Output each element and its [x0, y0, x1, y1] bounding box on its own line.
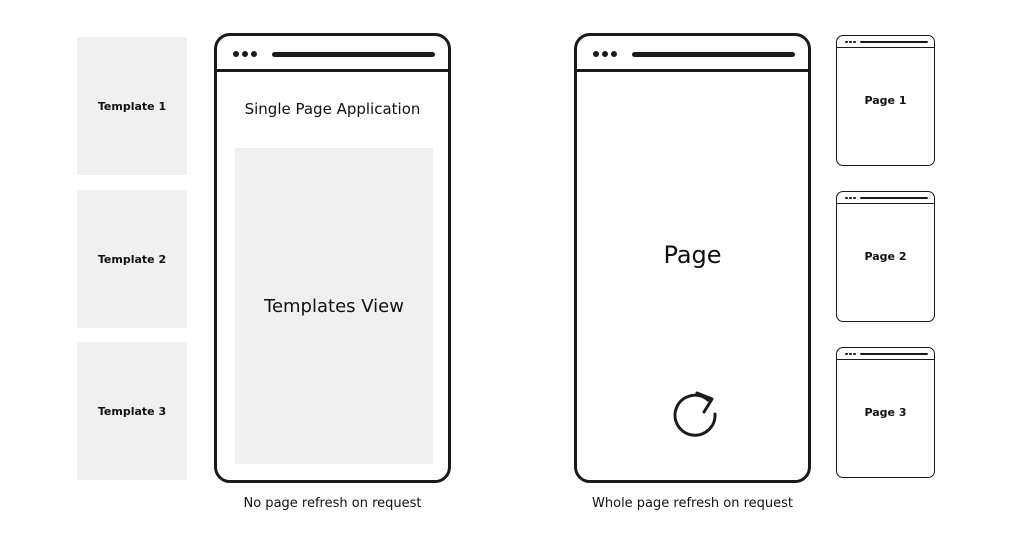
page-card-2: Page 2 — [836, 191, 935, 322]
template-card-1: Template 1 — [77, 37, 187, 175]
window-dot-icon — [849, 352, 852, 355]
window-dot-icon — [853, 352, 856, 355]
window-dot-icon — [853, 196, 856, 199]
address-bar — [860, 41, 928, 43]
browser-bar — [217, 36, 448, 72]
window-dot-icon — [233, 51, 239, 57]
window-dot-icon — [593, 51, 599, 57]
window-dot-icon — [602, 51, 608, 57]
window-dot-icon — [849, 196, 852, 199]
page-device-frame: Page — [574, 33, 811, 483]
templates-view-label: Templates View — [264, 295, 404, 317]
browser-bar — [837, 36, 934, 48]
spa-title: Single Page Application — [244, 100, 421, 118]
address-bar — [860, 197, 928, 199]
template-card-label: Template 1 — [97, 99, 167, 113]
window-dot-icon — [845, 352, 848, 355]
page-card-label: Page 2 — [864, 250, 907, 263]
window-dot-icon — [849, 40, 852, 43]
page-card-3: Page 3 — [836, 347, 935, 478]
template-card-label: Template 3 — [97, 404, 167, 418]
page-card-label: Page 1 — [864, 94, 907, 107]
template-card-label: Template 2 — [97, 252, 167, 266]
right-caption: Whole page refresh on request — [592, 496, 793, 511]
address-bar — [860, 353, 928, 355]
address-bar — [272, 52, 435, 57]
window-dot-icon — [845, 40, 848, 43]
browser-bar — [837, 348, 934, 360]
window-dot-icon — [845, 196, 848, 199]
templates-view-area: Templates View — [235, 148, 433, 464]
page-card-1: Page 1 — [836, 35, 935, 166]
window-dot-icon — [853, 40, 856, 43]
browser-bar — [577, 36, 808, 72]
left-caption: No page refresh on request — [243, 496, 422, 511]
template-card-2: Template 2 — [77, 190, 187, 328]
template-card-3: Template 3 — [77, 342, 187, 480]
refresh-icon — [673, 391, 717, 437]
spa-device-frame: Single Page Application Templates View — [214, 33, 451, 483]
window-dot-icon — [242, 51, 248, 57]
window-dot-icon — [611, 51, 617, 57]
browser-bar — [837, 192, 934, 204]
window-dot-icon — [251, 51, 257, 57]
address-bar — [632, 52, 795, 57]
page-label: Page — [663, 241, 722, 269]
page-card-label: Page 3 — [864, 406, 907, 419]
